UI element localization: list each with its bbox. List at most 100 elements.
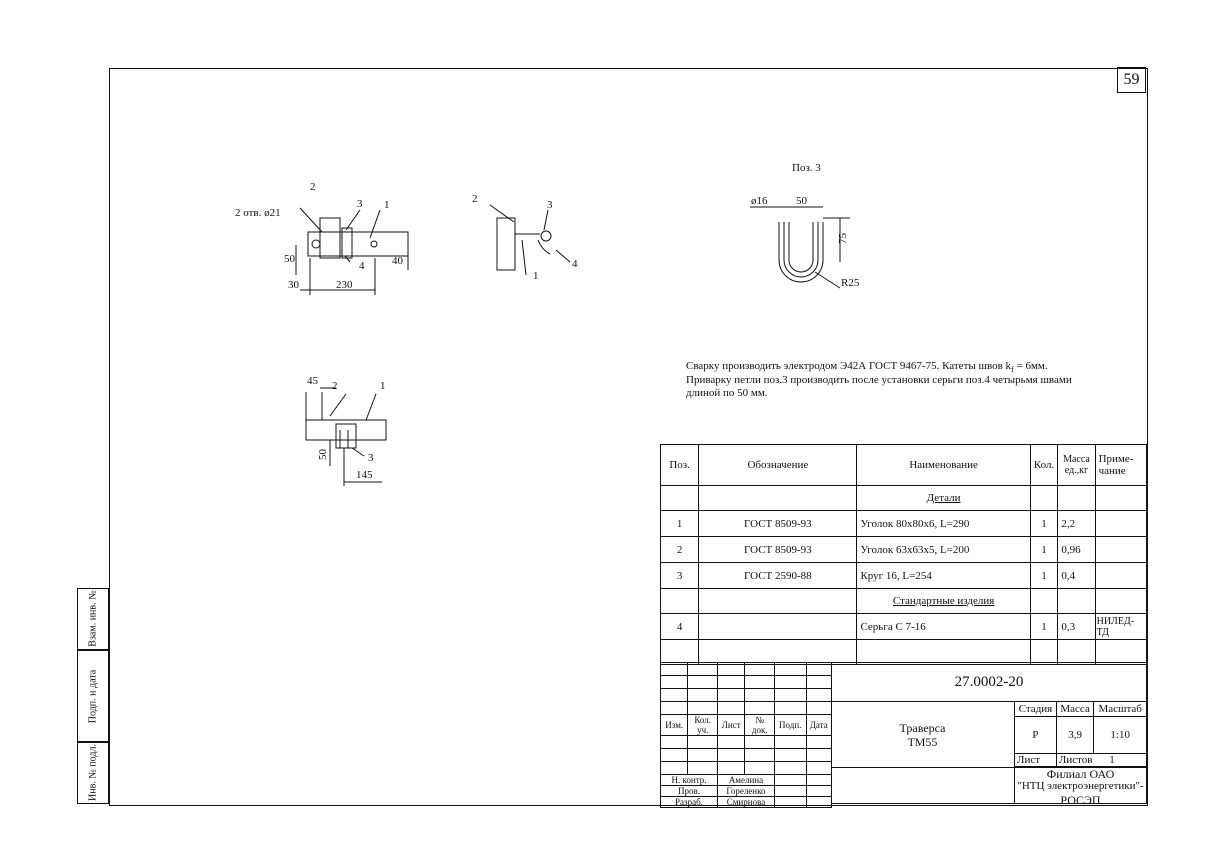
- row-note: [1094, 562, 1148, 589]
- table-row: 2 ГОСТ 8509-93 Уголок 63х63х5, L=200 1 0…: [659, 536, 1148, 563]
- pos3-title: Поз. 3: [792, 162, 821, 174]
- sheet-number: 59: [1117, 67, 1146, 93]
- empty-cell: [744, 748, 775, 762]
- empty-cell: [805, 748, 833, 762]
- empty-cell: [856, 639, 1031, 665]
- empty-cell: [716, 675, 746, 689]
- spec-h-pos: Поз.: [659, 444, 700, 486]
- row-des: ГОСТ 2590-88: [698, 562, 858, 589]
- col-doc: № док.: [744, 714, 775, 736]
- row-note: НИЛЕД-ТД: [1094, 613, 1148, 640]
- spec-h-note: Приме-чание: [1094, 444, 1148, 486]
- empty-cell: [773, 796, 807, 808]
- empty-cell: [744, 761, 775, 775]
- empty-cell: [744, 701, 775, 715]
- divider: [831, 701, 1147, 702]
- org-2: "НТЦ электроэнергетики"-: [1017, 780, 1144, 792]
- empty-cell: [1057, 588, 1096, 614]
- col-izm: Изм.: [659, 714, 689, 736]
- scale-value: 1:10: [1093, 716, 1147, 754]
- spec-h-qty: Кол.: [1029, 444, 1059, 486]
- col-list: Лист: [716, 714, 746, 736]
- name-razrab: Смирнова: [716, 796, 775, 808]
- spec-table: Поз. Обозначение Наименование Кол. Масса…: [659, 444, 1148, 665]
- sheets-cell: Листов 1: [1055, 753, 1148, 767]
- empty-cell: [805, 785, 833, 797]
- v4-d45: 45: [307, 375, 319, 387]
- empty-cell: [1094, 588, 1148, 614]
- v1-d230: 230: [336, 279, 353, 291]
- grid-row: Лист Листов 1: [1014, 753, 1148, 767]
- empty-cell: [773, 785, 807, 797]
- stage-mass-scale: Стадия Масса Масштаб Р 3,9 1:10 Лист Лис…: [1014, 701, 1148, 767]
- grid-row: [659, 748, 833, 762]
- row-qty: 1: [1029, 562, 1059, 589]
- empty-cell: [698, 639, 858, 665]
- row-des: [698, 613, 858, 640]
- signer-row: Пров. Гореленко: [660, 785, 833, 797]
- v1-holes: 2 отв. ø21: [235, 207, 281, 219]
- v2-p2: 2: [472, 193, 478, 205]
- note-line-3: длиной по 50 мм.: [686, 387, 768, 399]
- empty-cell: [687, 688, 718, 702]
- side-stamp-inv: Инв. № подл.: [77, 742, 109, 804]
- v3-d75: 75: [837, 233, 849, 245]
- empty-cell: [805, 761, 833, 775]
- org-1: Филиал ОАО: [1046, 767, 1115, 781]
- empty-cell: [805, 701, 833, 715]
- grid-row: [659, 761, 833, 775]
- v1-d40: 40: [392, 255, 404, 267]
- empty-cell: [773, 701, 807, 715]
- row-name: Уголок 63х63х5, L=200: [856, 536, 1031, 563]
- signer-row: Н. контр. Амелина: [660, 774, 833, 786]
- row-mass: 0,96: [1057, 536, 1096, 563]
- row-name: Уголок 80х80х6, L=290: [856, 510, 1031, 537]
- sheet-label: Лист: [1014, 753, 1057, 767]
- row-mass: 2,2: [1057, 510, 1096, 537]
- table-row: 3 ГОСТ 2590-88 Круг 16, L=254 1 0,4: [659, 562, 1148, 589]
- spec-section-parts-label: Детали: [856, 485, 1031, 511]
- empty-cell: [716, 735, 746, 749]
- v2-p3: 3: [547, 199, 553, 211]
- revision-header-row: Изм. Кол. уч. Лист № док. Подп. Дата: [659, 714, 833, 736]
- empty-cell: [716, 688, 746, 702]
- empty-cell: [1094, 485, 1148, 511]
- revision-grid: Изм. Кол. уч. Лист № док. Подп. Дата Н. …: [659, 662, 833, 808]
- v3-dia: ø16: [751, 195, 768, 207]
- empty-cell: [773, 748, 807, 762]
- empty-cell: [659, 761, 689, 775]
- empty-cell: [744, 688, 775, 702]
- v1-p3: 3: [357, 198, 363, 210]
- side-stamp-replace: Взам. инв. №: [77, 588, 109, 650]
- signer-row: Разраб. Смирнова: [660, 796, 833, 808]
- v3-d50: 50: [796, 195, 808, 207]
- empty-cell: [773, 735, 807, 749]
- empty-cell: [805, 735, 833, 749]
- empty-cell: [687, 748, 718, 762]
- drawing-title-2: ТМ55: [907, 735, 938, 749]
- empty-cell: [773, 774, 807, 786]
- empty-cell: [744, 675, 775, 689]
- spec-section-parts: Детали: [659, 485, 1148, 511]
- v1-d50: 50: [284, 253, 296, 265]
- name-nkontr: Амелина: [716, 774, 775, 786]
- row-pos: 3: [659, 562, 700, 589]
- row-mass: 0,4: [1057, 562, 1096, 589]
- empty-cell: [773, 675, 807, 689]
- org-3: РОСЭП: [1060, 793, 1101, 807]
- empty-cell: [698, 485, 858, 511]
- v3-r25: R25: [841, 277, 860, 289]
- empty-cell: [773, 761, 807, 775]
- v1-p1: 1: [384, 199, 390, 211]
- row-qty: 1: [1029, 613, 1059, 640]
- document-code: 27.0002-20: [954, 674, 1024, 690]
- empty-cell: [1029, 588, 1059, 614]
- role-prov: Пров.: [660, 785, 718, 797]
- row-note: [1094, 536, 1148, 563]
- empty-cell: [805, 662, 833, 676]
- empty-cell: [773, 688, 807, 702]
- divider: [831, 767, 1147, 768]
- note-line-1: Сварку производить электродом Э42А ГОСТ …: [686, 361, 1048, 374]
- row-note: [1094, 510, 1148, 537]
